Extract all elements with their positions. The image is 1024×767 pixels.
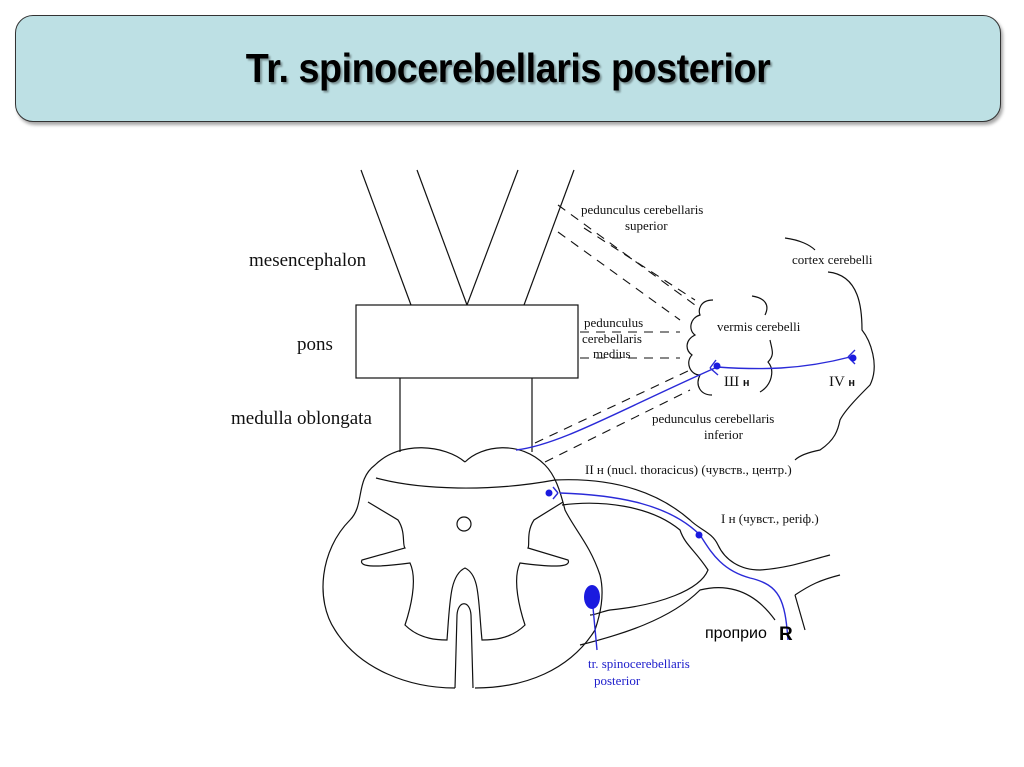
label-pons: pons: [297, 334, 333, 355]
label-ped-medius-3: medius: [593, 346, 631, 361]
spinal-cord-outline: [322, 447, 603, 689]
label-cortex-cerebelli: cortex cerebelli: [792, 252, 873, 267]
label-tract-1: tr. spinocerebellaris: [588, 656, 690, 671]
neuron-1-dot: [695, 531, 703, 539]
label-tract-2: posterior: [594, 673, 641, 688]
neuron-4-dot: [849, 354, 857, 362]
neuron-2-dot: [545, 489, 553, 497]
mesencephalon-outline: [360, 169, 575, 306]
dorsal-boundary: [375, 477, 556, 489]
label-ped-medius-1: pedunculus: [584, 315, 643, 330]
label-mesencephalon: mesencephalon: [249, 250, 367, 271]
label-ped-inferior-1: pedunculus cerebellaris: [652, 411, 774, 426]
label-neuron-1: I н (чувст., periф.): [721, 511, 819, 526]
slide-title: Tr. spinocerebellaris posterior: [245, 45, 771, 91]
label-neuron-3: Ш н: [724, 374, 750, 390]
tract-dot: [584, 585, 600, 609]
posterior-fissure: [454, 603, 474, 689]
neuron-3-dot: [713, 362, 721, 370]
spinal-nerve-outline: [554, 479, 841, 646]
label-proprio: проприо: [705, 625, 767, 642]
label-vermis-cerebelli: vermis cerebelli: [717, 319, 801, 334]
label-receptor-R: R: [779, 624, 793, 645]
gray-matter: [361, 501, 569, 641]
medulla-outline: [399, 378, 533, 452]
label-medulla-oblongata: medulla oblongata: [231, 408, 372, 429]
vermis-cerebelli-outline: [686, 295, 773, 396]
label-ped-inferior-2: inferior: [704, 427, 744, 442]
label-ped-superior-1: pedunculus cerebellaris: [581, 202, 703, 217]
central-canal: [456, 516, 472, 532]
cortex-cerebelli-outline: [784, 237, 875, 461]
label-neuron-4: IV н: [829, 374, 855, 390]
peduncle-dashes: [534, 204, 696, 463]
pons-box: [355, 304, 579, 379]
title-banner: Tr. spinocerebellaris posterior: [15, 15, 1001, 122]
label-ped-superior-2: superior: [625, 218, 668, 233]
spinocerebellar-pathway: [515, 349, 857, 651]
label-neuron-2: II н (nucl. thoracicus) (чувств., центр.…: [585, 462, 792, 477]
label-ped-medius-2: cerebellaris: [582, 331, 642, 346]
